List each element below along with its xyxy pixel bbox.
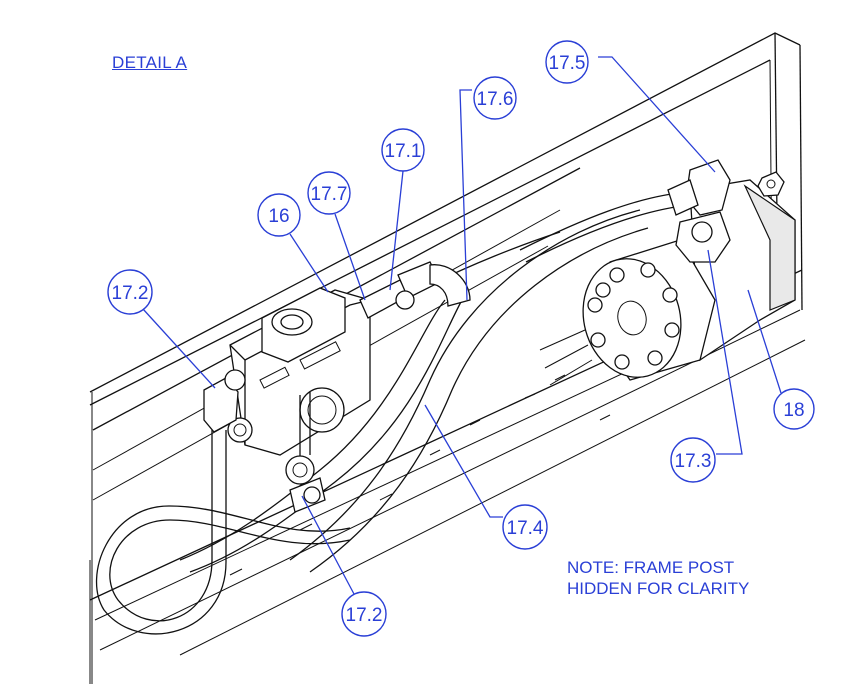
pump-assembly	[539, 159, 796, 386]
callout-17-4: 17.4	[424, 404, 548, 550]
callout-label: 17.5	[549, 53, 586, 74]
callout-17-2-bottom: 17.2	[301, 495, 387, 637]
fittings-upper	[359, 261, 471, 319]
detail-title: DETAIL A	[112, 53, 188, 72]
callout-17-2-top: 17.2	[107, 269, 216, 389]
note-line-1: NOTE: FRAME POST	[567, 558, 735, 577]
svg-text:17.6: 17.6	[477, 89, 514, 110]
svg-text:17.4: 17.4	[507, 518, 544, 539]
hoses	[95, 191, 691, 635]
callout-17-3: 17.3	[670, 249, 743, 483]
svg-text:17.2: 17.2	[112, 283, 149, 304]
note-line-2: HIDDEN FOR CLARITY	[567, 579, 750, 598]
valve-block	[203, 287, 371, 513]
svg-text:17.7: 17.7	[311, 184, 348, 205]
flange-bolts	[587, 262, 680, 370]
svg-text:17.2: 17.2	[346, 605, 383, 626]
drawing-note: NOTE: FRAME POST HIDDEN FOR CLARITY	[567, 557, 749, 599]
callout-17-5: 17.5	[545, 40, 716, 173]
frame-channel	[89, 32, 806, 684]
svg-text:18: 18	[783, 400, 804, 421]
callout-18: 18	[747, 289, 815, 430]
callout-17-6: 17.6	[459, 76, 517, 301]
callout-16: 16	[257, 193, 329, 293]
svg-text:17.1: 17.1	[385, 141, 422, 162]
callout-17-1: 17.1	[381, 128, 425, 291]
svg-text:17.3: 17.3	[675, 451, 712, 472]
svg-text:16: 16	[268, 206, 289, 227]
callout-17-7: 17.7	[307, 171, 366, 301]
